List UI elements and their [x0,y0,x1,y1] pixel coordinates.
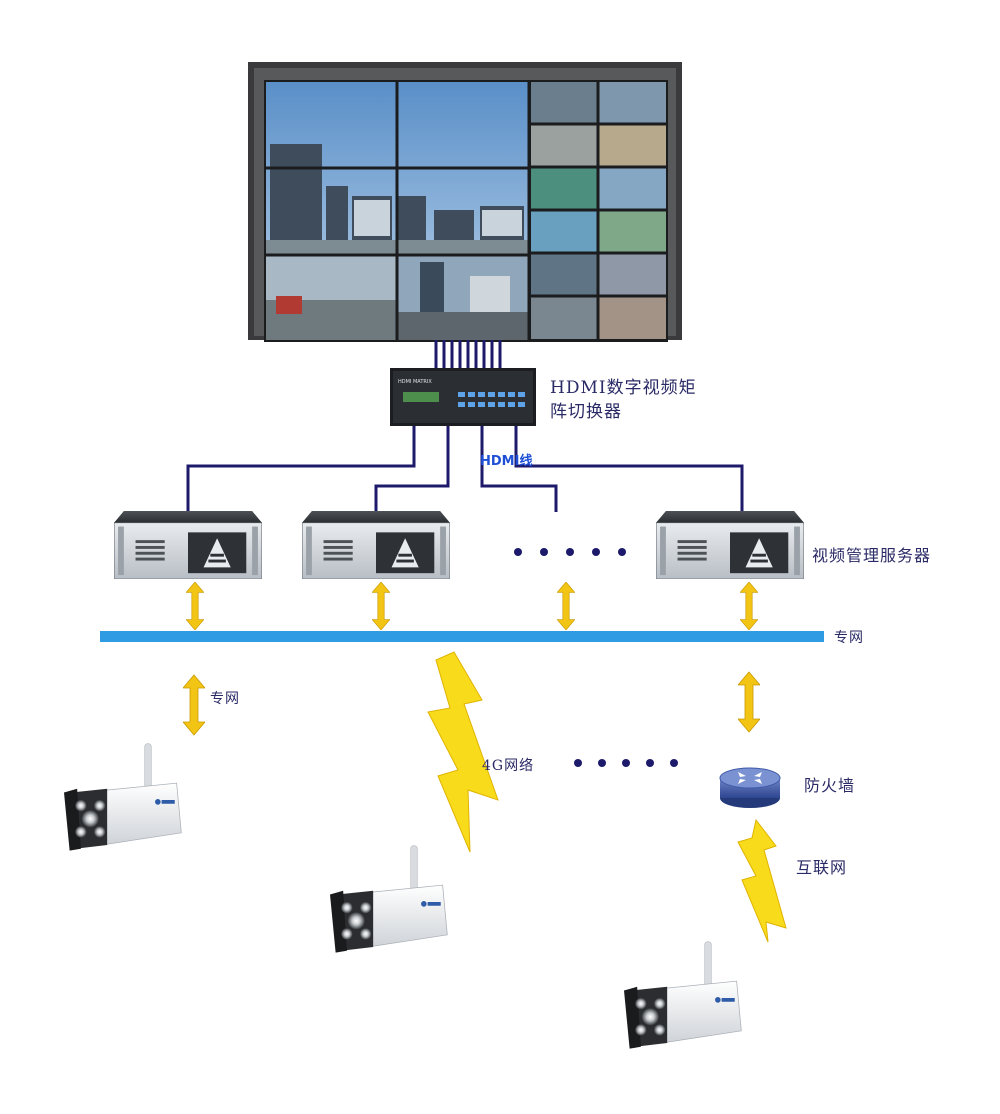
private-net-label-left: 专网 [210,691,240,707]
private-net-label-right: 专网 [834,630,864,646]
firewall-label: 防火墙 [804,776,856,795]
hdmi-cable-bundle [434,340,502,372]
lightning-bolt-icon [427,651,499,853]
wireless-camera-icon [330,845,448,954]
internet-label: 互联网 [796,858,848,877]
wireless-camera-icon [624,941,742,1050]
video-wall-icon [248,62,682,342]
matrix-panel-text: HDMI MATRIX [398,379,432,385]
wireless-camera-icon [64,743,182,852]
hdmi-cables-to-servers [186,426,744,512]
matrix-label: HDMI数字视频矩 阵切换器 [550,376,697,424]
private-network-backbone [100,631,824,642]
matrix-label-line1: HDMI数字视频矩 [550,378,697,398]
hdmi-matrix-switch-icon: HDMI MATRIX [390,368,536,426]
bidirectional-arrow-icon [186,582,758,630]
servers-label: 视频管理服务器 [812,546,932,565]
router-firewall-icon [719,767,781,808]
rack-server-3 [656,511,804,579]
rack-server-1 [114,511,262,579]
rack-server-2 [302,511,450,579]
hdmi-cable-label: HDMI线 [480,454,533,469]
lightning-bolt-icon [737,818,787,943]
ellipsis-dots-icon [574,759,678,767]
4g-network-label: 4G网络 [482,758,535,774]
ellipsis-dots-icon [514,548,626,556]
matrix-label-line2: 阵切换器 [550,402,622,422]
